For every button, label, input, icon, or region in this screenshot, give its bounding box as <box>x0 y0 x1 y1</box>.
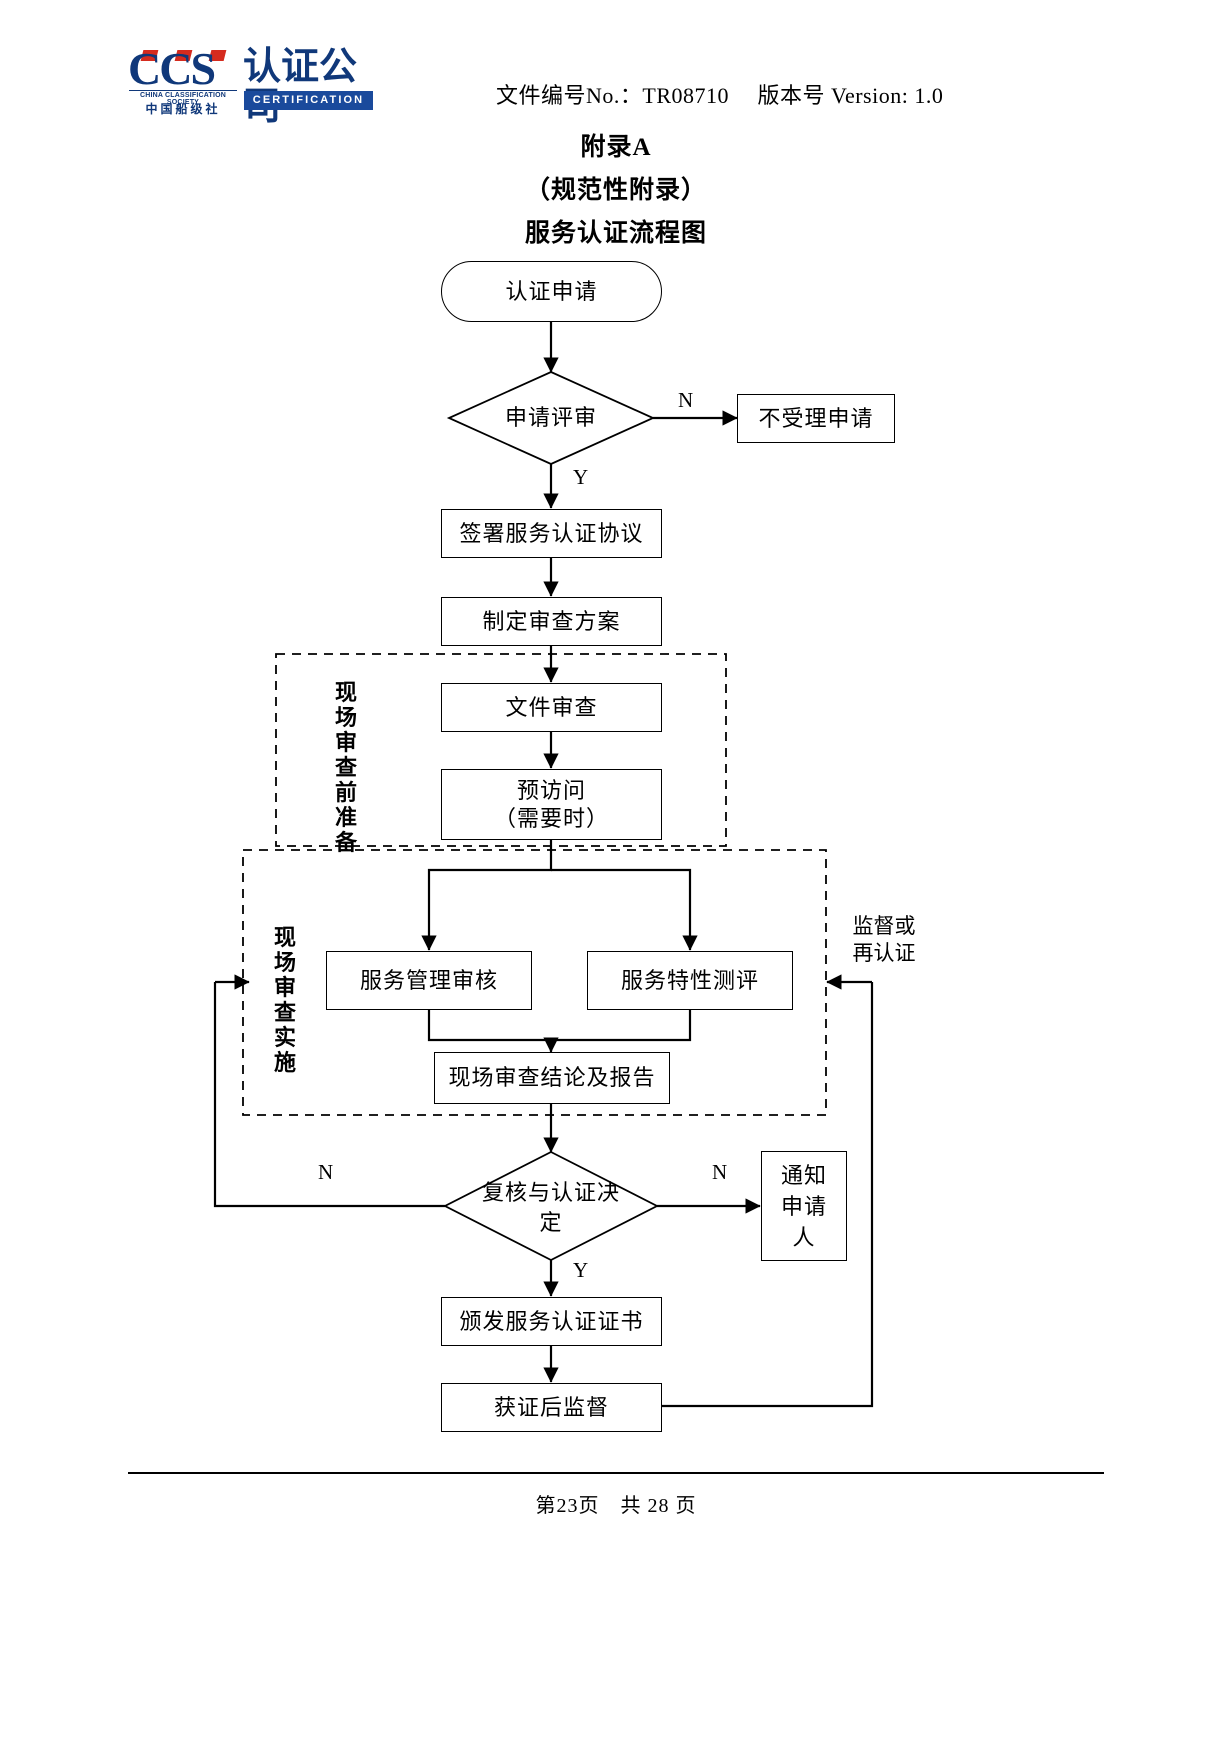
group-label-onsite-audit-execution: 现场审查实施 <box>273 925 296 1075</box>
annotation-surveillance-or-recertification: 监督或 再认证 <box>836 913 932 967</box>
node-application-review[interactable]: 申请评审 <box>504 405 597 430</box>
page-footer-text: 第23页 共 28 页 <box>535 1495 697 1517</box>
node-sign-agreement[interactable]: 签署服务认证协议 <box>441 509 662 558</box>
node-reject-application[interactable]: 不受理申请 <box>737 394 895 443</box>
edge-label-y-decision: Y <box>573 1258 589 1282</box>
annotation-surveillance-line1: 监督或 <box>852 914 916 938</box>
annotation-surveillance-line2: 再认证 <box>852 941 916 965</box>
node-notify-applicant[interactable]: 通知 申请 人 <box>761 1151 847 1261</box>
edge-label-n-decision-right: N <box>712 1160 728 1184</box>
node-review-and-decision[interactable]: 复核与认证决 定 <box>466 1178 636 1238</box>
node-audit-plan[interactable]: 制定审查方案 <box>441 597 662 646</box>
logo-subtitle-english: CHINA CLASSIFICATION SOCIETY <box>129 90 237 106</box>
node-issue-certificate[interactable]: 颁发服务认证证书 <box>441 1297 662 1346</box>
footer-divider <box>128 1472 1104 1474</box>
node-certification-application[interactable]: 认证申请 <box>441 261 662 322</box>
node-service-management-audit[interactable]: 服务管理审核 <box>326 951 532 1010</box>
edge-label-y-application-review: Y <box>573 465 589 489</box>
node-review-and-decision-line2: 定 <box>539 1210 563 1235</box>
appendix-title-line3: 服务认证流程图 <box>524 220 707 247</box>
appendix-title-line2: （规范性附录） <box>524 177 707 204</box>
document-meta-line: 文件编号No.：TR08710 版本号 Version: 1.0 <box>496 83 944 108</box>
node-review-and-decision-line1: 复核与认证决 <box>481 1180 620 1205</box>
node-pre-visit-line2: （需要时） <box>493 805 609 831</box>
page-header: CCS CHINA CLASSIFICATION SOCIETY 中国船级社 认… <box>0 0 1232 128</box>
node-pre-visit-line1: 预访问 <box>516 777 586 803</box>
logo-certification-bar: CERTIFICATION <box>244 91 373 110</box>
ccs-logo: CCS CHINA CLASSIFICATION SOCIETY 中国船级社 认… <box>128 43 373 127</box>
edge-label-n-application-review: N <box>678 388 694 412</box>
node-document-review[interactable]: 文件审查 <box>441 683 662 732</box>
logo-ccs-mark: CCS <box>128 43 216 94</box>
node-notify-applicant-line1: 通知 <box>780 1162 827 1188</box>
node-notify-applicant-line3: 人 <box>792 1224 816 1250</box>
node-post-certification-surveillance[interactable]: 获证后监督 <box>441 1383 662 1432</box>
logo-subtitle-chinese: 中国船级社 <box>145 102 221 116</box>
group-label-pre-onsite-preparation: 现场审查前准备 <box>334 680 357 855</box>
node-pre-visit[interactable]: 预访问 （需要时） <box>441 769 662 840</box>
appendix-title-line1: 附录A <box>580 134 652 161</box>
edge-label-n-decision-left: N <box>318 1160 334 1184</box>
node-service-characteristic-evaluation[interactable]: 服务特性测评 <box>587 951 793 1010</box>
node-notify-applicant-line2: 申请 <box>780 1193 827 1219</box>
appendix-title-block: 附录A （规范性附录） 服务认证流程图 <box>0 126 1232 255</box>
node-onsite-audit-conclusion-report[interactable]: 现场审查结论及报告 <box>434 1052 670 1104</box>
